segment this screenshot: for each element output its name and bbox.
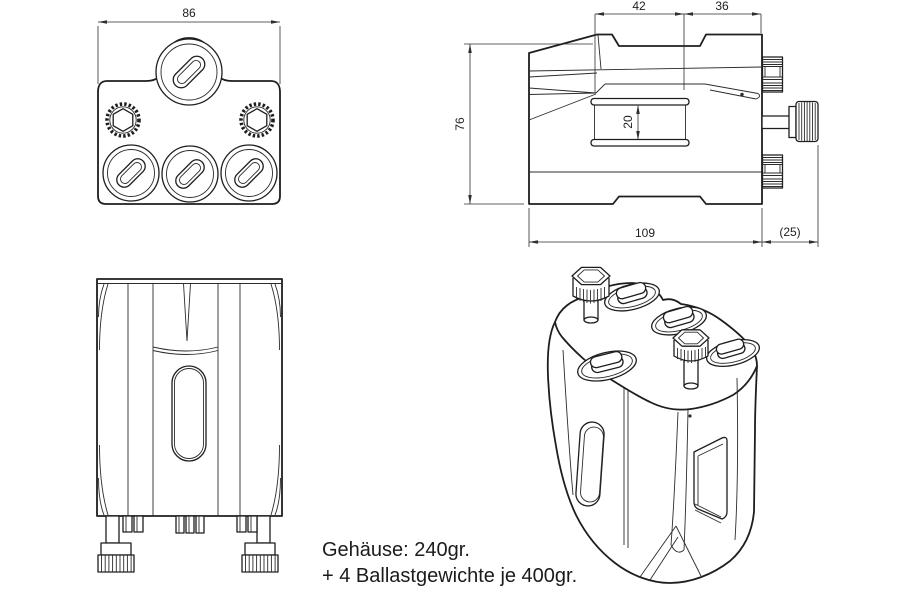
bone-slot bbox=[172, 55, 206, 89]
dim-height: 76 bbox=[453, 43, 593, 205]
iso-view bbox=[546, 266, 761, 584]
front-window bbox=[171, 365, 207, 462]
caption-line-2: + 4 Ballastgewichte je 400gr. bbox=[322, 565, 578, 587]
foot-right bbox=[241, 515, 279, 573]
iso-right-window bbox=[693, 436, 728, 524]
side-view: 20 42 36 bbox=[453, 0, 819, 247]
iso-knob-left bbox=[571, 266, 611, 324]
weight-boss-row bbox=[102, 144, 278, 203]
iso-bones bbox=[589, 281, 746, 374]
ballast-spool bbox=[590, 97, 690, 147]
dim-label-109: 109 bbox=[635, 226, 655, 240]
dim-top-width: 86 bbox=[97, 6, 281, 84]
weight-caption: Gehäuse: 240gr. + 4 Ballastgewichte je 4… bbox=[322, 537, 577, 589]
iso-left-slot bbox=[575, 421, 605, 507]
weight-boss-top bbox=[155, 38, 223, 106]
side-knob bbox=[761, 100, 819, 143]
housing-side-outline bbox=[528, 33, 763, 205]
dim-core-height: 20 bbox=[621, 105, 640, 140]
side-boss-top bbox=[761, 56, 784, 93]
dim-label-76: 76 bbox=[453, 117, 467, 131]
side-boss-bottom bbox=[761, 154, 784, 189]
top-view: 86 bbox=[97, 6, 281, 205]
dim-top-segments: 42 36 bbox=[594, 0, 762, 93]
iso-silhouette bbox=[546, 321, 758, 584]
front-view bbox=[96, 278, 283, 573]
side-crease-lines bbox=[528, 83, 762, 173]
iso-knob-right bbox=[672, 329, 710, 390]
knurled-knob-left bbox=[105, 102, 141, 138]
hex-socket bbox=[246, 108, 268, 132]
knurled-knob-right bbox=[239, 102, 275, 138]
dim-label-42: 42 bbox=[632, 0, 646, 13]
bottom-pins bbox=[122, 515, 258, 534]
dim-label-86: 86 bbox=[182, 6, 196, 20]
dim-label-36: 36 bbox=[715, 0, 729, 13]
dim-label-20: 20 bbox=[621, 115, 635, 129]
hex-socket bbox=[112, 108, 134, 132]
caption-line-1: Gehäuse: 240gr. bbox=[322, 539, 470, 561]
iso-creases bbox=[562, 349, 739, 581]
dim-length: 109 (25) bbox=[528, 145, 819, 247]
foot-left bbox=[97, 515, 135, 573]
corner-facets bbox=[98, 283, 281, 516]
dim-label-25: (25) bbox=[779, 225, 800, 239]
